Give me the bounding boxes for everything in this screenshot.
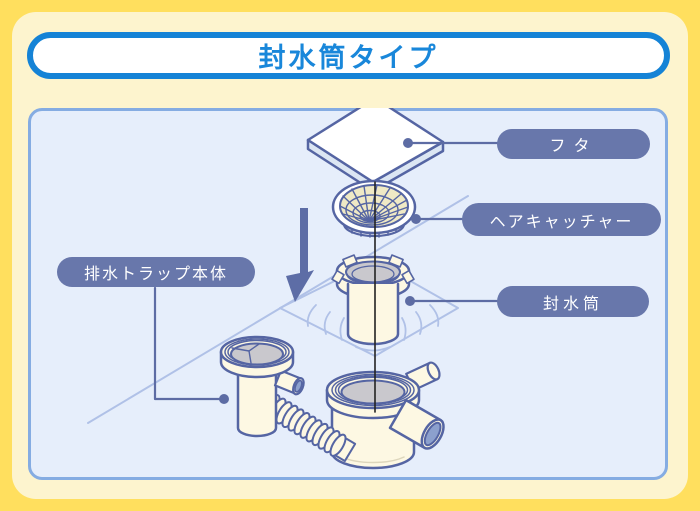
- page-title: 封水筒タイプ: [258, 43, 439, 73]
- down-arrow-icon: [286, 208, 314, 302]
- ripple-marks: [306, 304, 440, 352]
- label-trap-body: 排水トラップ本体: [57, 257, 255, 287]
- label-lid-text: フタ: [549, 138, 598, 155]
- exploded-diagram: [87, 108, 499, 470]
- hair-catcher-illustration: [331, 179, 417, 238]
- label-lid: フタ: [497, 129, 650, 159]
- label-seal-cylinder-text: 封水筒: [542, 295, 603, 313]
- lid-illustration: [306, 108, 445, 193]
- label-trap-body-text: 排水トラップ本体: [83, 266, 228, 283]
- trap-body-illustration: [219, 335, 445, 470]
- corrugated-hose: [246, 385, 357, 463]
- label-hair-catcher-text: ヘアキャッチャー: [489, 213, 634, 231]
- title-banner: 封水筒タイプ: [27, 32, 670, 79]
- label-hair-catcher: ヘアキャッチャー: [462, 203, 661, 236]
- seal-cylinder-illustration: [331, 254, 415, 346]
- leader-lines: [153, 138, 499, 404]
- label-seal-cylinder: 封水筒: [497, 286, 649, 317]
